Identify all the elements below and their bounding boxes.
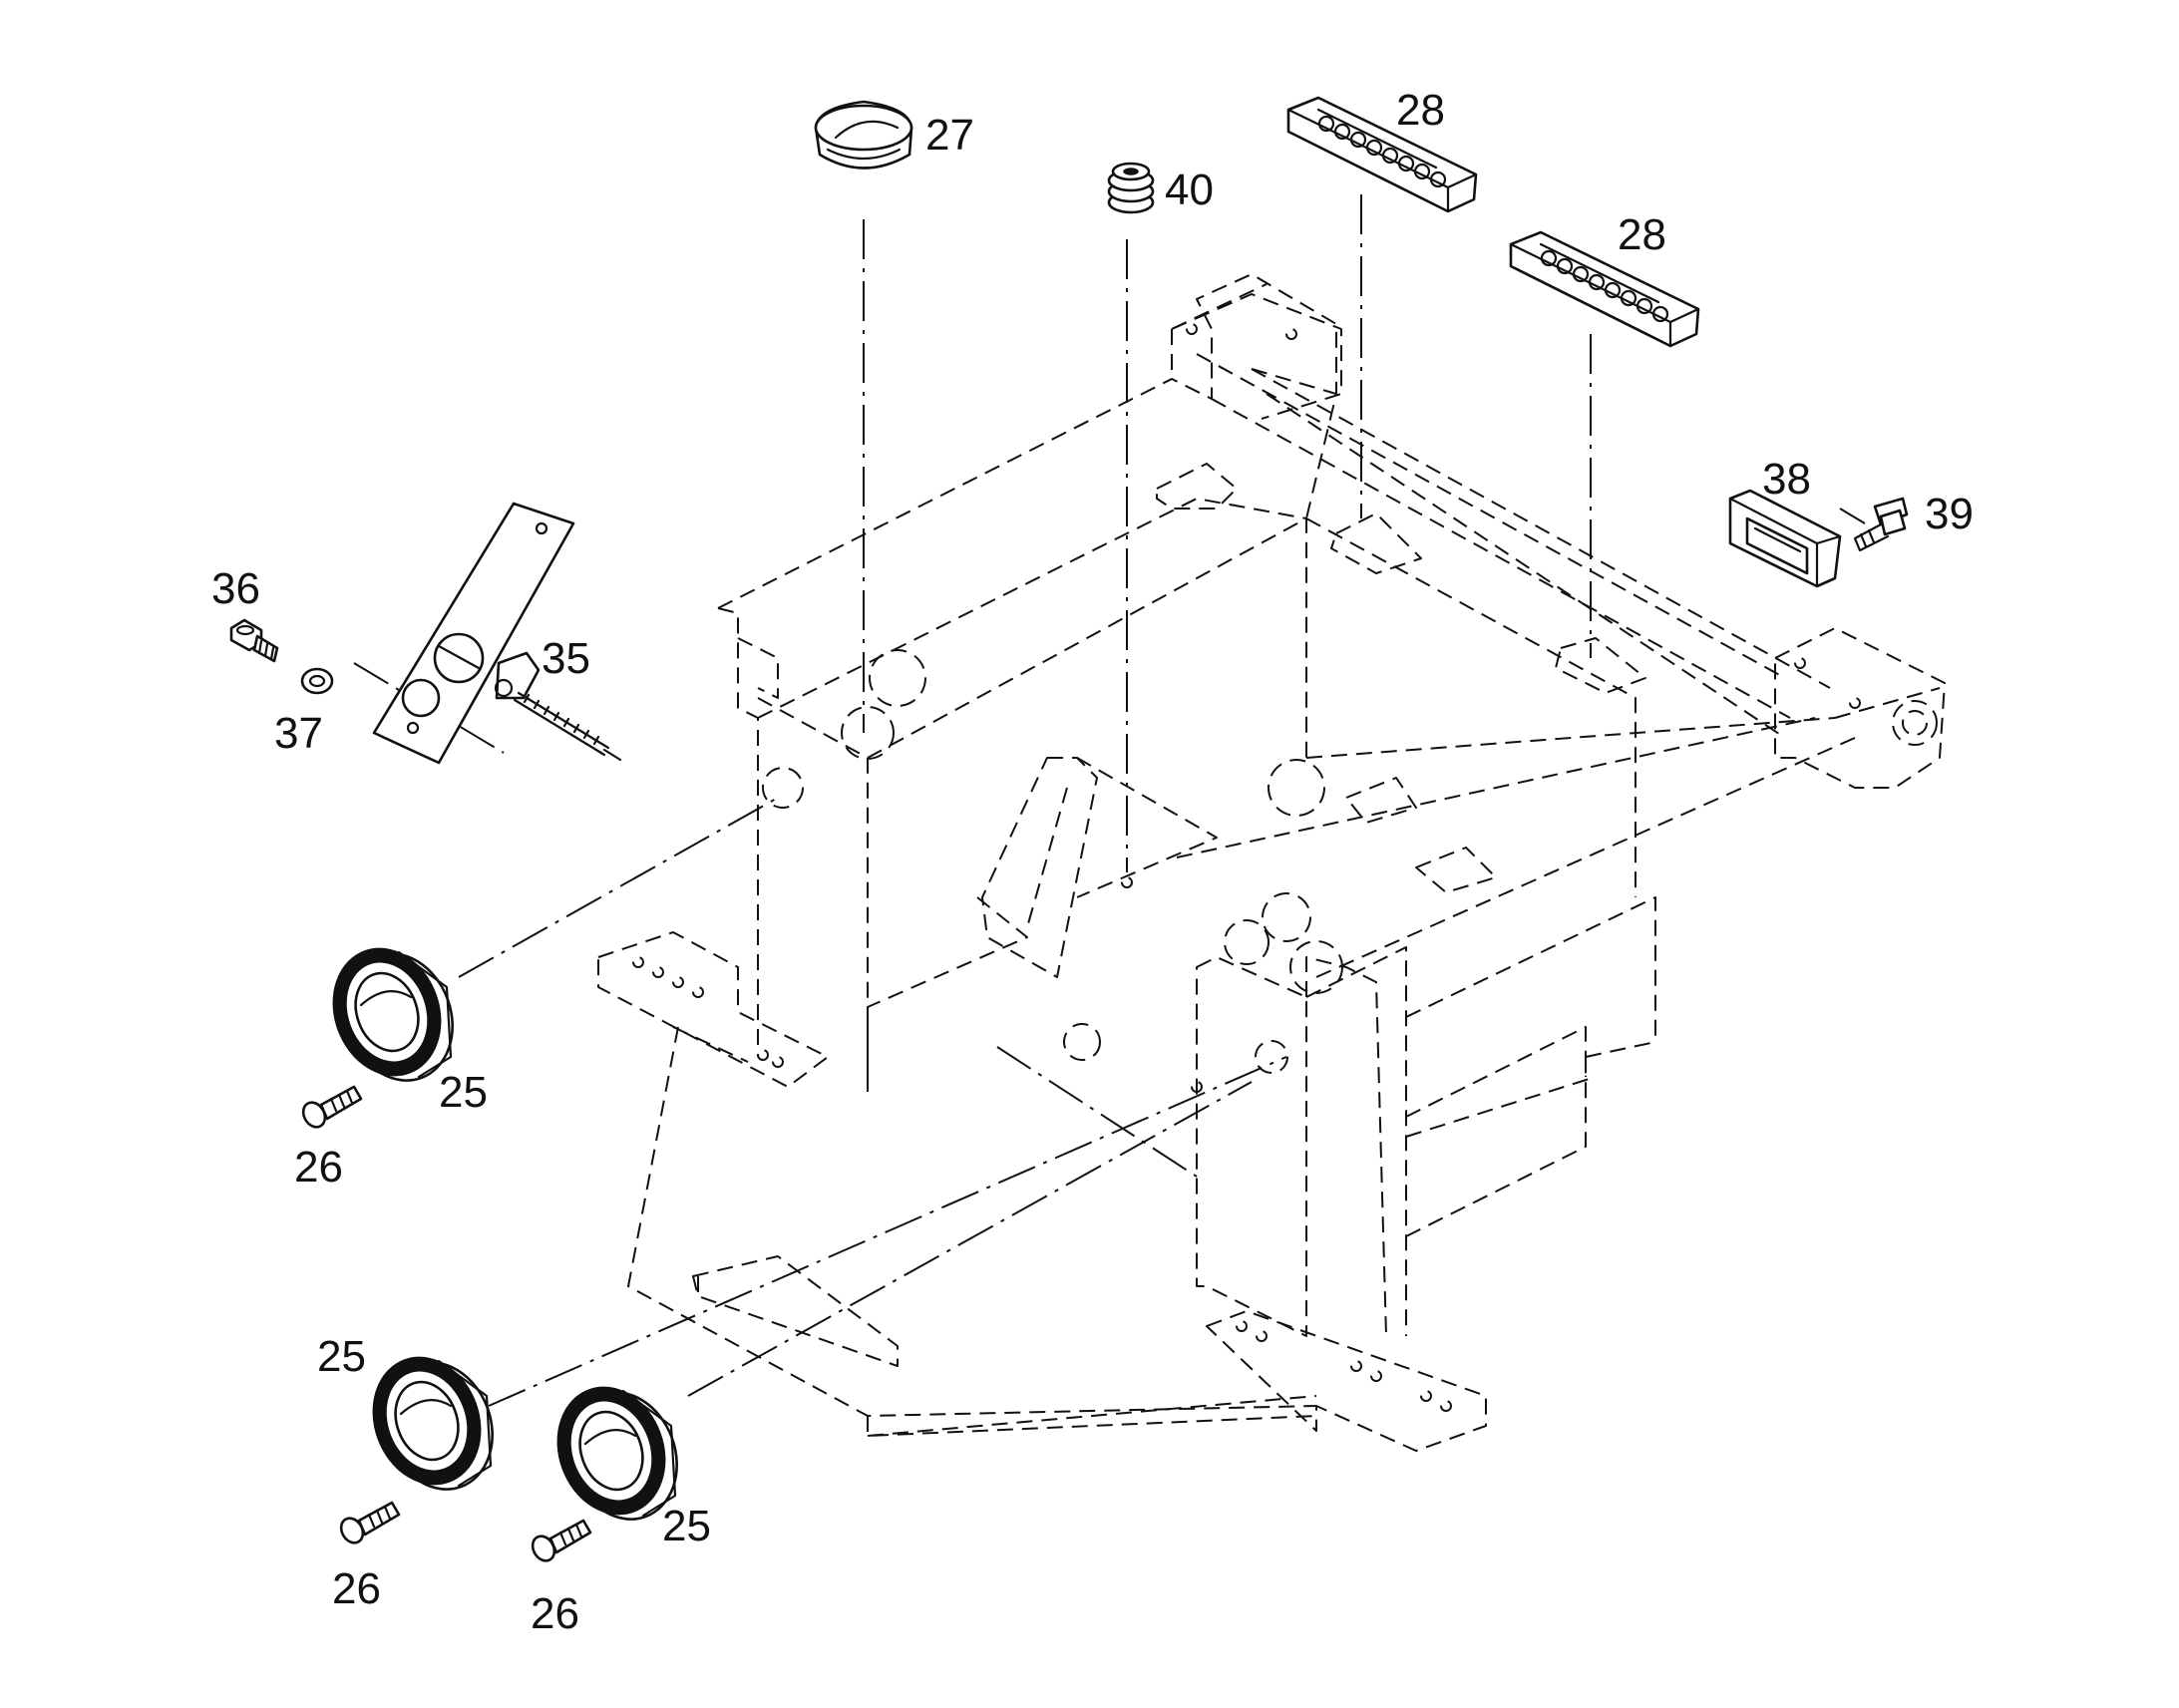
plug-part-27 (814, 100, 913, 170)
frame-body (597, 273, 1946, 1452)
dial-knob-part-25-upper (332, 947, 454, 1082)
callout-35: 35 (542, 634, 590, 683)
screw-part-26-upper (301, 1085, 363, 1129)
screw-part-36 (229, 618, 279, 663)
terminal-strip-part-28-upper (1286, 96, 1478, 213)
screw-part-26-lower-left (339, 1501, 401, 1544)
callout-37: 37 (274, 709, 323, 758)
callout-26-upper: 26 (294, 1143, 343, 1192)
connector-part-38 (1728, 489, 1842, 588)
callout-36: 36 (211, 564, 260, 613)
grommet-part-40 (1107, 162, 1155, 214)
callout-38: 38 (1762, 455, 1811, 504)
terminal-strip-part-28-lower (1509, 230, 1700, 348)
callout-labels: 27 28 28 40 38 39 36 35 37 25 26 25 26 2… (211, 86, 1974, 1638)
screw-part-26-lower-right (531, 1519, 592, 1562)
callout-39: 39 (1925, 490, 1974, 538)
callout-25-lower-right: 25 (662, 1502, 711, 1550)
callout-25-lower-left: 25 (317, 1332, 366, 1381)
sensor-bracket-part-35 (372, 502, 622, 765)
callout-27: 27 (925, 111, 974, 160)
leader-lines (353, 194, 1866, 1407)
callout-25-upper: 25 (439, 1068, 488, 1117)
callout-26-lower-right: 26 (531, 1589, 579, 1638)
callout-28-upper: 28 (1396, 86, 1445, 135)
callout-40: 40 (1165, 166, 1214, 214)
screw-part-39 (1853, 497, 1909, 552)
callout-28-lower: 28 (1618, 210, 1666, 259)
washer-part-37 (300, 667, 334, 695)
dial-knob-part-25-lower-right (556, 1386, 678, 1521)
callout-26-lower-left: 26 (332, 1564, 381, 1613)
dial-knob-part-25-lower-left (372, 1356, 494, 1491)
